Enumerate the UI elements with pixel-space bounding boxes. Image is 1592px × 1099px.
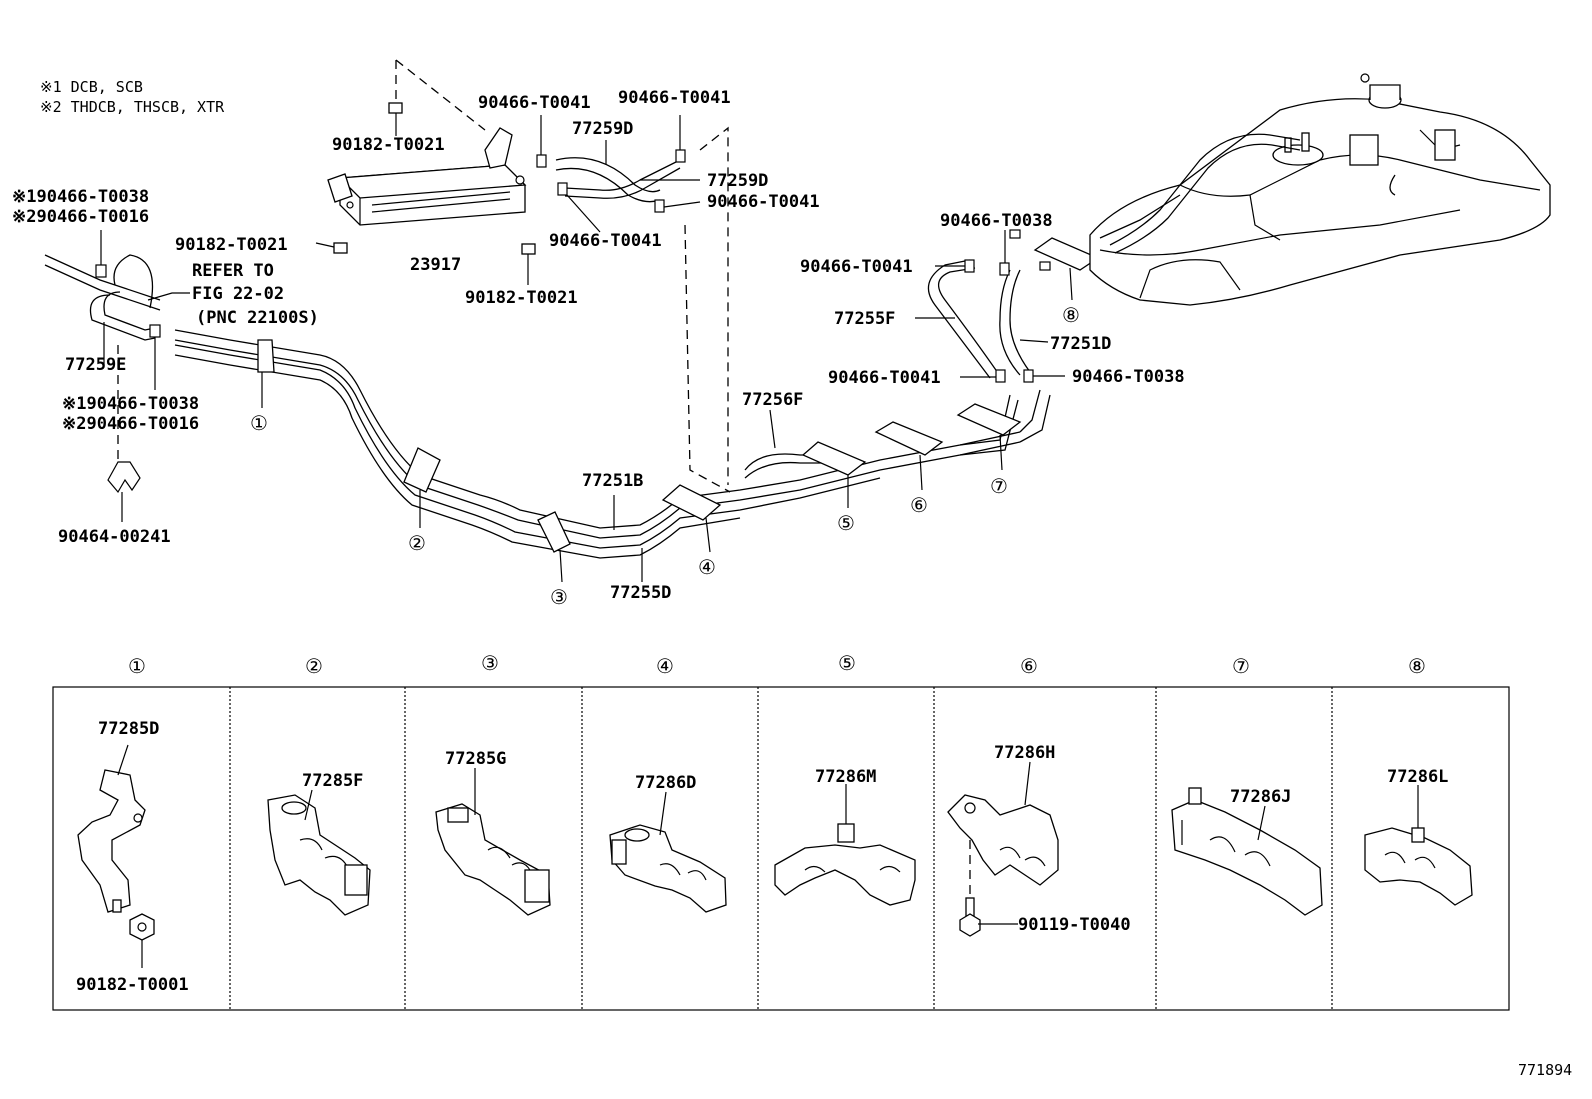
label-23917: 23917 bbox=[410, 255, 461, 275]
nut-icon bbox=[129, 913, 155, 941]
label-90182-t0021: 90182-T0021 bbox=[175, 235, 288, 255]
label-90466-t0038: 90466-T0038 bbox=[940, 211, 1053, 231]
clip-icon bbox=[964, 259, 1034, 383]
bolt-icon bbox=[959, 897, 981, 937]
note-2: ※2 THDCB, THSCB, XTR bbox=[40, 98, 225, 116]
refer-line-1: REFER TO bbox=[192, 261, 274, 281]
refer-line-2: FIG 22-02 bbox=[192, 284, 284, 304]
clamp-77286d-icon bbox=[609, 824, 727, 913]
clip-icon bbox=[536, 149, 686, 213]
callout-1: ① bbox=[250, 411, 268, 435]
table-header-3: ③ bbox=[481, 651, 499, 675]
table-header-4: ④ bbox=[656, 654, 674, 678]
cell-5-part-1: 77286M bbox=[815, 767, 876, 787]
cell-6-part-1: 77286H bbox=[994, 743, 1055, 763]
clip-icon bbox=[1009, 229, 1051, 271]
table-header-7: ⑦ bbox=[1232, 654, 1250, 678]
label-90466-t0041: 90466-T0041 bbox=[478, 93, 591, 113]
clip-icon bbox=[95, 264, 107, 278]
label-77255f: 77255F bbox=[834, 309, 895, 329]
label-n1-90466-t0038: ※190466-T0038 bbox=[62, 394, 199, 414]
table-header-5: ⑤ bbox=[838, 651, 856, 675]
label-90464-00241: 90464-00241 bbox=[58, 527, 171, 547]
label-90466-t0041: 90466-T0041 bbox=[828, 368, 941, 388]
label-77259e: 77259E bbox=[65, 355, 126, 375]
clamp-77286l-icon bbox=[1364, 827, 1473, 906]
hose-77259d-upper bbox=[555, 157, 661, 193]
table-header-6: ⑥ bbox=[1020, 654, 1038, 678]
label-90466-t0041: 90466-T0041 bbox=[707, 192, 820, 212]
clamp-detail-table bbox=[52, 686, 1510, 1011]
cell-8-part-1: 77286L bbox=[1387, 767, 1448, 787]
label-77259d: 77259D bbox=[572, 119, 633, 139]
note-1: ※1 DCB, SCB bbox=[40, 78, 143, 96]
clamp-band-icon bbox=[257, 237, 1100, 553]
label-90466-t0038: 90466-T0038 bbox=[1072, 367, 1185, 387]
table-header-8: ⑧ bbox=[1408, 654, 1426, 678]
clamp-77286h-icon bbox=[947, 794, 1059, 886]
label-77251d: 77251D bbox=[1050, 334, 1111, 354]
cell-3-part-1: 77285G bbox=[445, 749, 506, 769]
callout-2: ② bbox=[408, 531, 426, 555]
callout-7: ⑦ bbox=[990, 474, 1008, 498]
clip-icon bbox=[149, 324, 161, 338]
callout-8: ⑧ bbox=[1062, 303, 1080, 327]
label-77251b: 77251B bbox=[582, 471, 643, 491]
table-header-2: ② bbox=[305, 654, 323, 678]
label-90182-t0021: 90182-T0021 bbox=[465, 288, 578, 308]
clamp-77285f-icon bbox=[267, 794, 371, 916]
main-fuel-lines[interactable] bbox=[174, 329, 1051, 559]
clamp-77285d-icon bbox=[77, 769, 146, 913]
label-n1-90466-t0038: ※190466-T0038 bbox=[12, 187, 149, 207]
clamp-77286j-icon bbox=[1171, 787, 1323, 916]
callout-5: ⑤ bbox=[837, 511, 855, 535]
cell-1-part-1: 77285D bbox=[98, 719, 159, 739]
label-77256f: 77256F bbox=[742, 390, 803, 410]
cell-2-part-1: 77285F bbox=[302, 771, 363, 791]
label-77259d: 77259D bbox=[707, 171, 768, 191]
callout-4: ④ bbox=[698, 555, 716, 579]
callout-6: ⑥ bbox=[910, 493, 928, 517]
label-n2-90466-t0016: ※290466-T0016 bbox=[12, 207, 149, 227]
cell-7-part-1: 77286J bbox=[1230, 787, 1291, 807]
table-header-1: ① bbox=[128, 654, 146, 678]
label-n2-90466-t0016: ※290466-T0016 bbox=[62, 414, 199, 434]
diagram-reference-code: 771894 bbox=[1518, 1061, 1572, 1079]
label-90466-t0041: 90466-T0041 bbox=[549, 231, 662, 251]
label-90466-t0041: 90466-T0041 bbox=[800, 257, 913, 277]
cell-6-part-2: 90119-T0040 bbox=[1018, 915, 1131, 935]
charcoal-canister[interactable] bbox=[327, 127, 527, 226]
clip-90464-icon bbox=[107, 461, 141, 494]
cell-4-part-1: 77286D bbox=[635, 773, 696, 793]
label-90466-t0041: 90466-T0041 bbox=[618, 88, 731, 108]
cell-1-part-2: 90182-T0001 bbox=[76, 975, 189, 995]
label-90182-t0021: 90182-T0021 bbox=[332, 135, 445, 155]
clamp-77285g-icon bbox=[435, 803, 551, 916]
callout-3: ③ bbox=[550, 585, 568, 609]
label-77255d: 77255D bbox=[610, 583, 671, 603]
clamp-77286m-icon bbox=[774, 823, 916, 906]
fuel-tank bbox=[1089, 73, 1551, 306]
refer-line-3: (PNC 22100S) bbox=[196, 308, 319, 328]
